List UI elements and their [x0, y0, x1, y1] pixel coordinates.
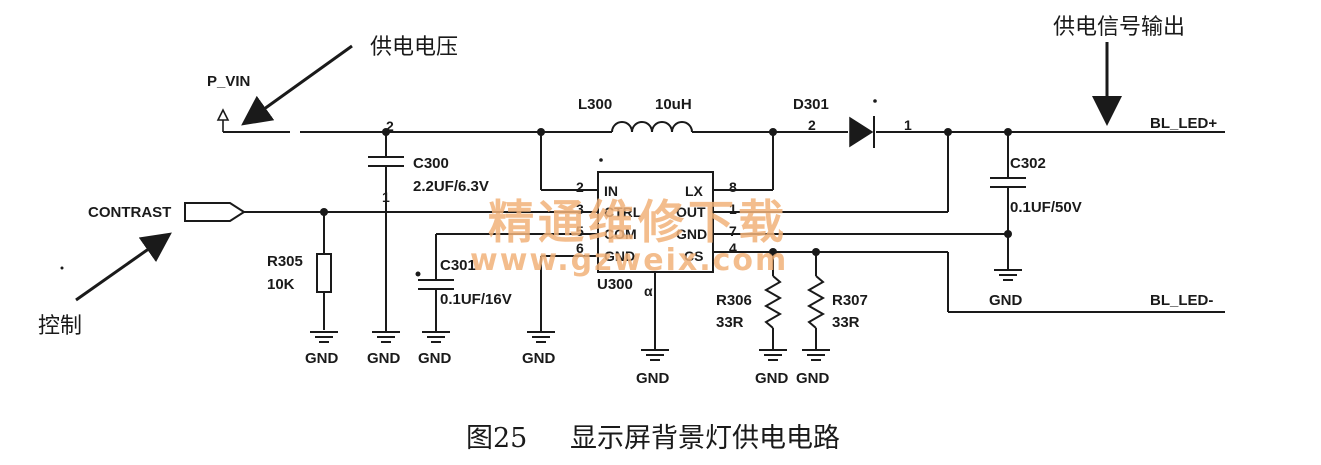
r306-ref: R306	[716, 292, 752, 309]
caption-figure-number: 图25	[466, 423, 527, 454]
u300-pin-gnd-right: GND	[676, 226, 707, 242]
diode-d301: D301 2 1	[793, 96, 912, 148]
figure-caption: 图25 显示屏背景灯供电电路	[466, 423, 840, 454]
bl-led-plus-label: BL_LED+	[1150, 115, 1217, 132]
ground-symbol	[527, 331, 555, 343]
r306-value: 33R	[716, 314, 744, 331]
resistor-r305: R305 10K	[267, 212, 332, 330]
gnd-label: GND	[522, 350, 556, 367]
capacitor-c300: C300 2.2UF/6.3V 1	[368, 132, 489, 332]
c302-ref: C302	[1010, 155, 1046, 172]
u300-pin-lx: LX	[685, 183, 704, 199]
c302-value: 0.1UF/50V	[1010, 199, 1082, 216]
annotation-supply-voltage: 供电电压	[370, 35, 458, 60]
u300-pin-com: COM	[604, 226, 637, 242]
gnd-label: GND	[305, 350, 339, 367]
ground-symbol	[422, 331, 450, 343]
ground-symbol	[759, 349, 787, 361]
r305-ref: R305	[267, 253, 303, 270]
d301-pin-anode: 2	[808, 117, 816, 133]
c300-value: 2.2UF/6.3V	[413, 178, 489, 195]
c300-pin: 1	[382, 189, 390, 205]
u300-pin-num: 8	[729, 179, 737, 195]
u300-pin-in: IN	[604, 183, 618, 199]
r307-ref: R307	[832, 292, 868, 309]
l300-value: 10uH	[655, 96, 692, 113]
d301-ref: D301	[793, 96, 829, 113]
ground-symbol	[994, 269, 1022, 281]
r307-value: 33R	[832, 314, 860, 331]
u300-pin-num: 5	[576, 223, 584, 239]
u300-pin-gnd-left: GND	[604, 248, 635, 264]
ground-symbol	[802, 349, 830, 361]
c301-ref: C301	[440, 257, 476, 274]
capacitor-c302: C302 0.1UF/50V	[990, 132, 1082, 270]
u300-pin-num: 6	[576, 240, 584, 256]
u300-suffix: α	[644, 283, 653, 299]
c300-ref: C300	[413, 155, 449, 172]
gnd-label: GND	[418, 350, 452, 367]
p-vin-port-symbol	[216, 108, 230, 121]
ground-symbol	[372, 331, 400, 343]
annotation-signal-output: 供电信号输出	[1053, 15, 1185, 40]
ground-symbol	[641, 349, 669, 361]
u300-pin-ctrl: CTRL	[604, 204, 642, 220]
caption-title: 显示屏背景灯供电电路	[570, 423, 840, 454]
watermark: 精通维修下载 www.gzweix.com	[470, 195, 788, 278]
u300-pin-cs: CS	[684, 248, 703, 264]
watermark-cn: 精通维修下载	[488, 195, 788, 249]
p-vin-net: P_VIN 2	[207, 73, 612, 134]
gnd-label: GND	[989, 292, 1023, 309]
contrast-label: CONTRAST	[88, 204, 171, 221]
u300-pin-num: 4	[729, 240, 737, 256]
arrow-supply-voltage	[241, 44, 353, 126]
p-vin-pin-label: 2	[386, 118, 394, 134]
gnd-label: GND	[796, 370, 830, 387]
contrast-port: CONTRAST	[88, 202, 246, 222]
u300-pin-num: 2	[576, 179, 584, 195]
u300-pin-num: 1	[729, 201, 737, 217]
gnd-label: GND	[755, 370, 789, 387]
ground-symbol	[310, 331, 338, 343]
annotation-control: 控制	[38, 314, 82, 339]
u300-pin-num: 7	[729, 223, 737, 239]
inductor-l300: L300 10uH	[578, 96, 693, 133]
resistor-r306: R306 33R	[716, 252, 783, 350]
watermark-url: www.gzweix.com	[470, 243, 788, 278]
capacitor-c301: C301 0.1UF/16V	[415, 233, 598, 332]
gnd-label: GND	[636, 370, 670, 387]
u300-pin-out: OUT	[676, 204, 706, 220]
p-vin-label: P_VIN	[207, 73, 250, 90]
u300-ref: U300	[597, 276, 633, 293]
l300-ref: L300	[578, 96, 612, 113]
c301-value: 0.1UF/16V	[440, 291, 512, 308]
bl-led-minus-label: BL_LED-	[1150, 292, 1213, 309]
d301-pin-cathode: 1	[904, 117, 912, 133]
arrow-control	[75, 232, 172, 302]
r305-value: 10K	[267, 276, 295, 293]
u300-pin-num: 3	[576, 201, 584, 217]
ic-u300: IN CTRL COM GND LX OUT GND CS 2 3 5 6 8 …	[576, 158, 737, 299]
resistor-r307: R307 33R	[806, 252, 868, 350]
gnd-label: GND	[367, 350, 401, 367]
